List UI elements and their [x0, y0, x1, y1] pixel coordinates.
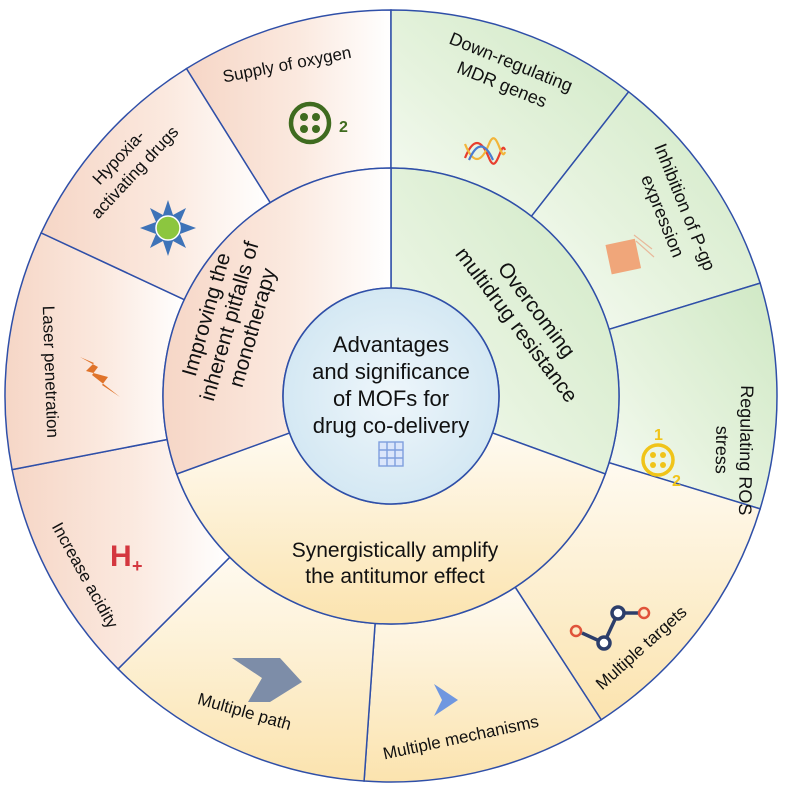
- mof-grid-icon: [378, 441, 404, 467]
- singlet-oxygen-icon: 1 2: [641, 427, 681, 490]
- center-title: Advantages and significance of MOFs for …: [312, 332, 470, 438]
- arrow-shape-icon: [434, 684, 458, 716]
- sun-star-icon: [140, 200, 196, 256]
- center-circle: [282, 287, 500, 505]
- segment-label-regulating-line-2: stress: [712, 426, 733, 474]
- center-line-2: and significance: [312, 359, 470, 384]
- center-line-1: Advantages: [333, 332, 449, 357]
- proton-plus: +: [132, 556, 143, 576]
- lightning-icon: [80, 357, 120, 397]
- ros-subscript: 2: [672, 473, 681, 490]
- center-line-3: of MOFs for: [333, 386, 449, 411]
- category-synergy-line-2: the antitumor effect: [305, 565, 485, 588]
- proton-h: H: [110, 540, 132, 573]
- outer-ring: [4, 9, 778, 783]
- category-synergy-line-1: Synergistically amplify: [292, 539, 499, 562]
- oxygen-molecule-icon: 2: [288, 101, 348, 145]
- proton-icon: H +: [110, 540, 143, 576]
- segment-label-regulating-ros-stress: Regulating ROS stress: [712, 385, 758, 515]
- segment-label-regulating-line-1: Regulating ROS: [735, 385, 757, 515]
- segment-label-laser-penetration-line-1: Laser penetration: [39, 305, 63, 438]
- oxygen-subscript: 2: [339, 119, 348, 136]
- dna-helix-icon: [463, 137, 507, 165]
- category-synergy-label: Synergistically amplify the antitumor ef…: [292, 539, 499, 588]
- inner-ring: [162, 167, 620, 625]
- center-line-4: drug co-delivery: [313, 413, 470, 438]
- segment-label-laser-penetration: Laser penetration: [39, 305, 63, 438]
- ros-superscript: 1: [654, 427, 663, 444]
- molecule-targets-icon: [569, 605, 651, 651]
- chevron-shape-icon: [232, 658, 302, 702]
- protein-block-icon: [605, 234, 655, 275]
